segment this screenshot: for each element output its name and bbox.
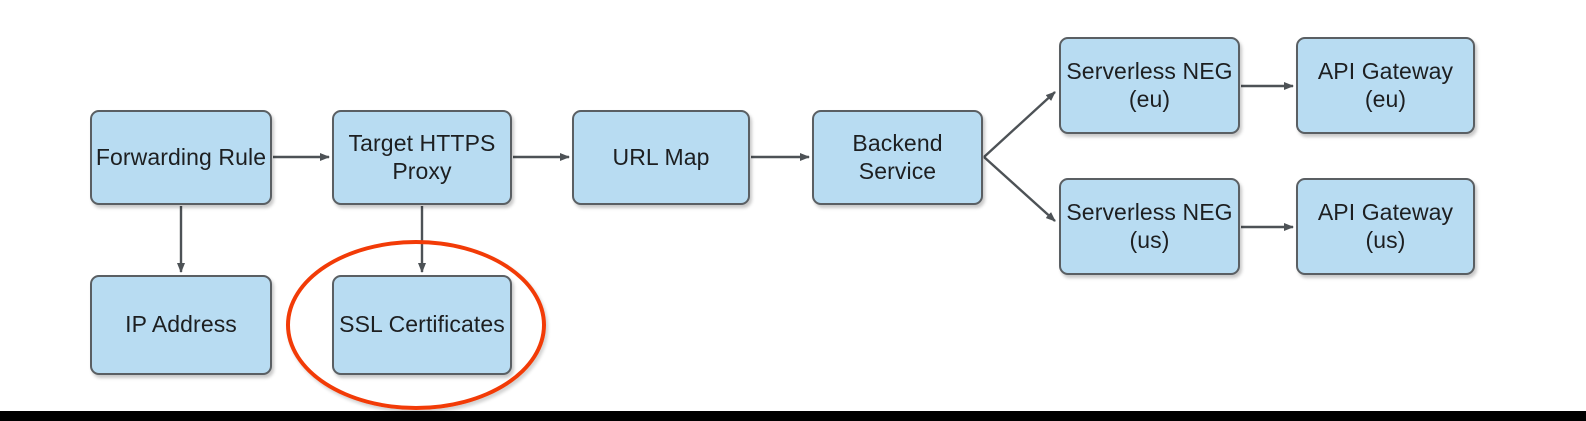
node-ip-address[interactable]: IP Address [90,275,272,375]
node-api-gateway-eu-label: API Gateway (eu) [1317,57,1454,112]
edge-backend-service-to-serverless-neg-eu [983,91,1056,158]
bottom-edge-bar [0,411,1586,421]
node-url-map-label: URL Map [612,143,710,170]
node-target-https-proxy[interactable]: Target HTTPS Proxy [332,110,512,205]
node-url-map[interactable]: URL Map [572,110,750,205]
node-target-https-proxy-label: Target HTTPS Proxy [348,129,496,184]
node-ip-address-label: IP Address [125,311,237,338]
node-api-gateway-us[interactable]: API Gateway (us) [1296,178,1475,275]
edge-backend-service-to-serverless-neg-us [983,156,1056,222]
node-api-gateway-us-label: API Gateway (us) [1317,198,1454,253]
node-serverless-neg-us[interactable]: Serverless NEG (us) [1059,178,1240,275]
node-forwarding-rule-label: Forwarding Rule [95,143,267,170]
node-serverless-neg-eu-label: Serverless NEG (eu) [1066,57,1233,112]
node-serverless-neg-eu[interactable]: Serverless NEG (eu) [1059,37,1240,134]
node-forwarding-rule[interactable]: Forwarding Rule [90,110,272,205]
node-serverless-neg-us-label: Serverless NEG (us) [1066,198,1233,253]
node-backend-service[interactable]: Backend Service [812,110,983,205]
node-backend-service-label: Backend Service [852,129,943,184]
node-api-gateway-eu[interactable]: API Gateway (eu) [1296,37,1475,134]
ssl-certificates-highlight-ellipse [286,240,546,410]
